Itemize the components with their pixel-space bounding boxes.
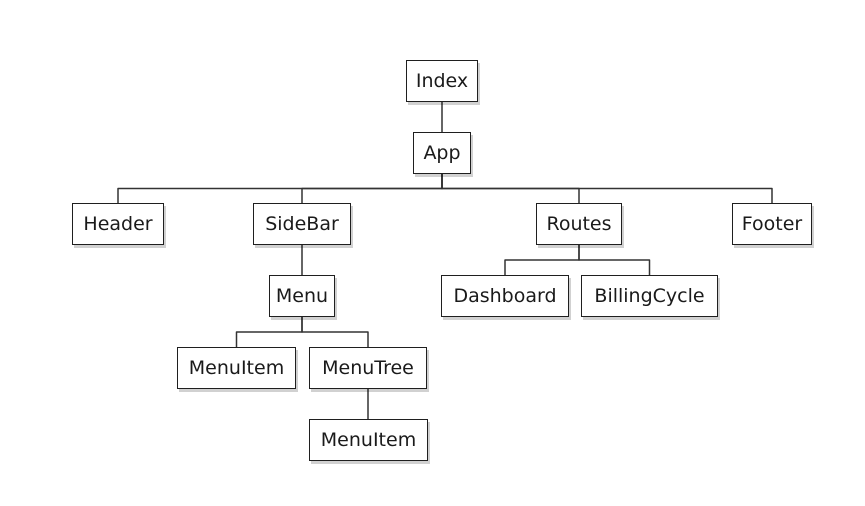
node-menuitem: MenuItem	[177, 347, 296, 389]
edge-routes-to-billingcycle	[578, 244, 651, 276]
node-header: Header	[72, 203, 164, 245]
node-label: MenuItem	[188, 356, 285, 379]
node-label: App	[423, 141, 461, 164]
node-index: Index	[406, 60, 478, 102]
node-label: Dashboard	[453, 284, 557, 307]
node-sidebar: SideBar	[253, 203, 351, 245]
node-label: SideBar	[265, 212, 339, 235]
node-label: Menu	[275, 284, 329, 307]
node-label: Index	[415, 69, 469, 92]
node-app: App	[413, 132, 471, 174]
node-label: MenuTree	[322, 356, 414, 379]
edge-app-to-footer	[441, 173, 773, 204]
edge-menu-to-menutree	[301, 316, 369, 348]
edge-routes-to-dashboard	[504, 244, 580, 276]
node-menuitem: MenuItem	[309, 419, 428, 461]
node-label: BillingCycle	[594, 284, 705, 307]
edge-menu-to-menuitem-1	[235, 316, 303, 348]
node-label: MenuItem	[320, 428, 417, 451]
node-billingcycle: BillingCycle	[581, 275, 718, 317]
node-label: Footer	[741, 212, 803, 235]
node-footer: Footer	[732, 203, 812, 245]
node-menutree: MenuTree	[309, 347, 427, 389]
edge-app-to-sidebar	[301, 173, 443, 204]
node-label: Header	[83, 212, 153, 235]
node-label: Routes	[546, 212, 612, 235]
node-routes: Routes	[536, 203, 622, 245]
node-dashboard: Dashboard	[441, 275, 569, 317]
node-menu: Menu	[269, 275, 335, 317]
